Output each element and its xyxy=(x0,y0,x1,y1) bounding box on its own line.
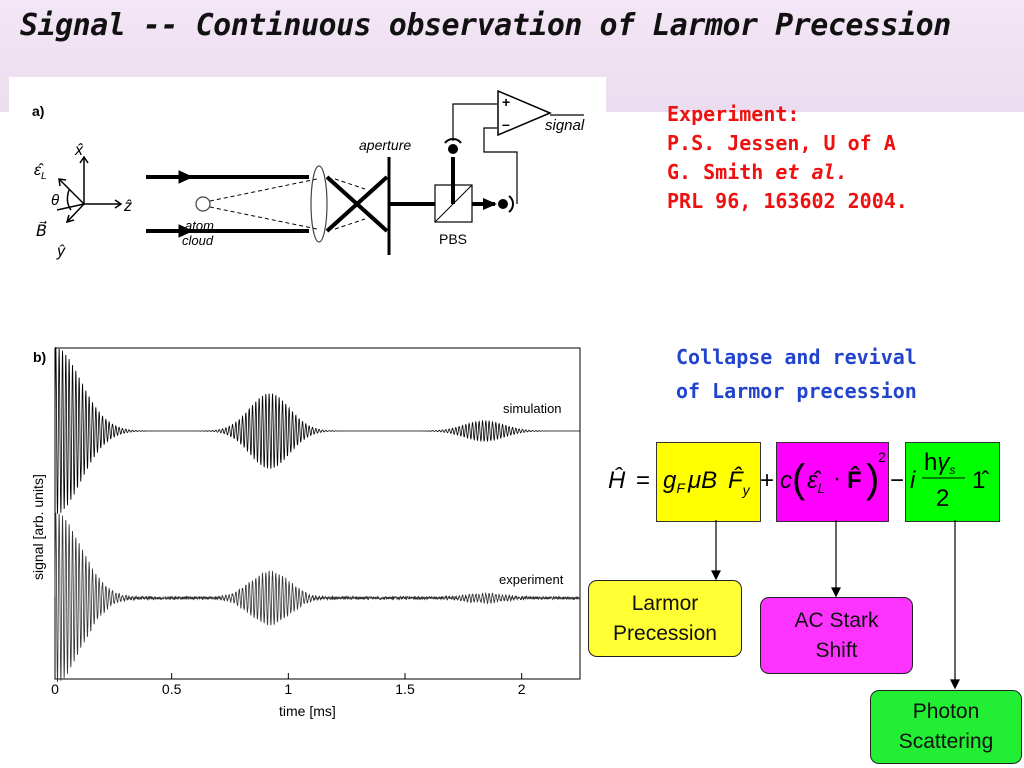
photon-line-2: Scattering xyxy=(871,727,1021,757)
larmor-line-2: Precession xyxy=(589,619,741,649)
photon-scattering-label: Photon Scattering xyxy=(870,690,1022,764)
photon-line-1: Photon xyxy=(871,697,1021,727)
ac-stark-shift-label: AC Stark Shift xyxy=(760,597,913,674)
stark-line-2: Shift xyxy=(761,636,912,666)
stark-line-1: AC Stark xyxy=(761,606,912,636)
larmor-precession-label: Larmor Precession xyxy=(588,580,742,657)
larmor-line-1: Larmor xyxy=(589,589,741,619)
